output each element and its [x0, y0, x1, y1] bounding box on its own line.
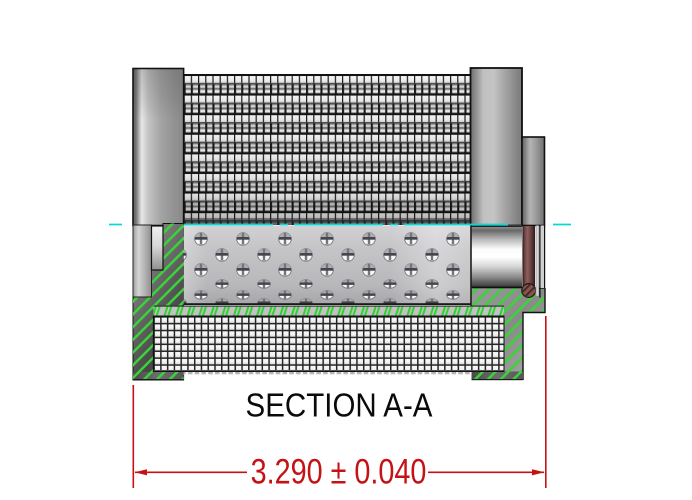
- svg-text:SECTION A-A: SECTION A-A: [246, 386, 433, 424]
- svg-text:3.290 ± 0.040: 3.290 ± 0.040: [251, 452, 427, 491]
